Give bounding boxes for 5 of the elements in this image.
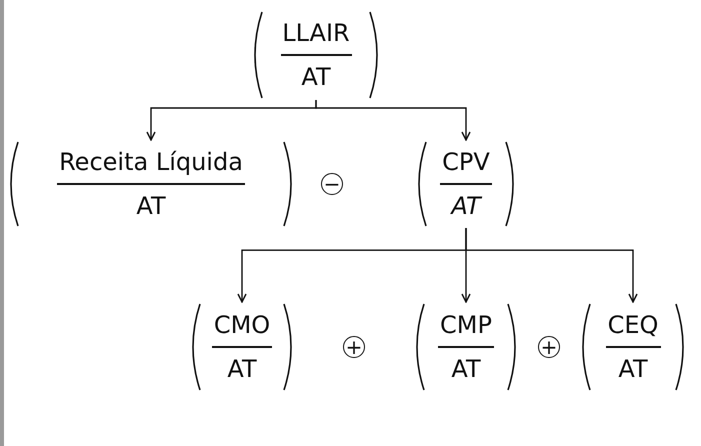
operator-symbol: −: [321, 173, 343, 195]
arrow: [465, 228, 638, 303]
operator-symbol: +: [538, 336, 560, 358]
operator-symbol: +: [343, 336, 365, 358]
arrow: [315, 100, 471, 141]
